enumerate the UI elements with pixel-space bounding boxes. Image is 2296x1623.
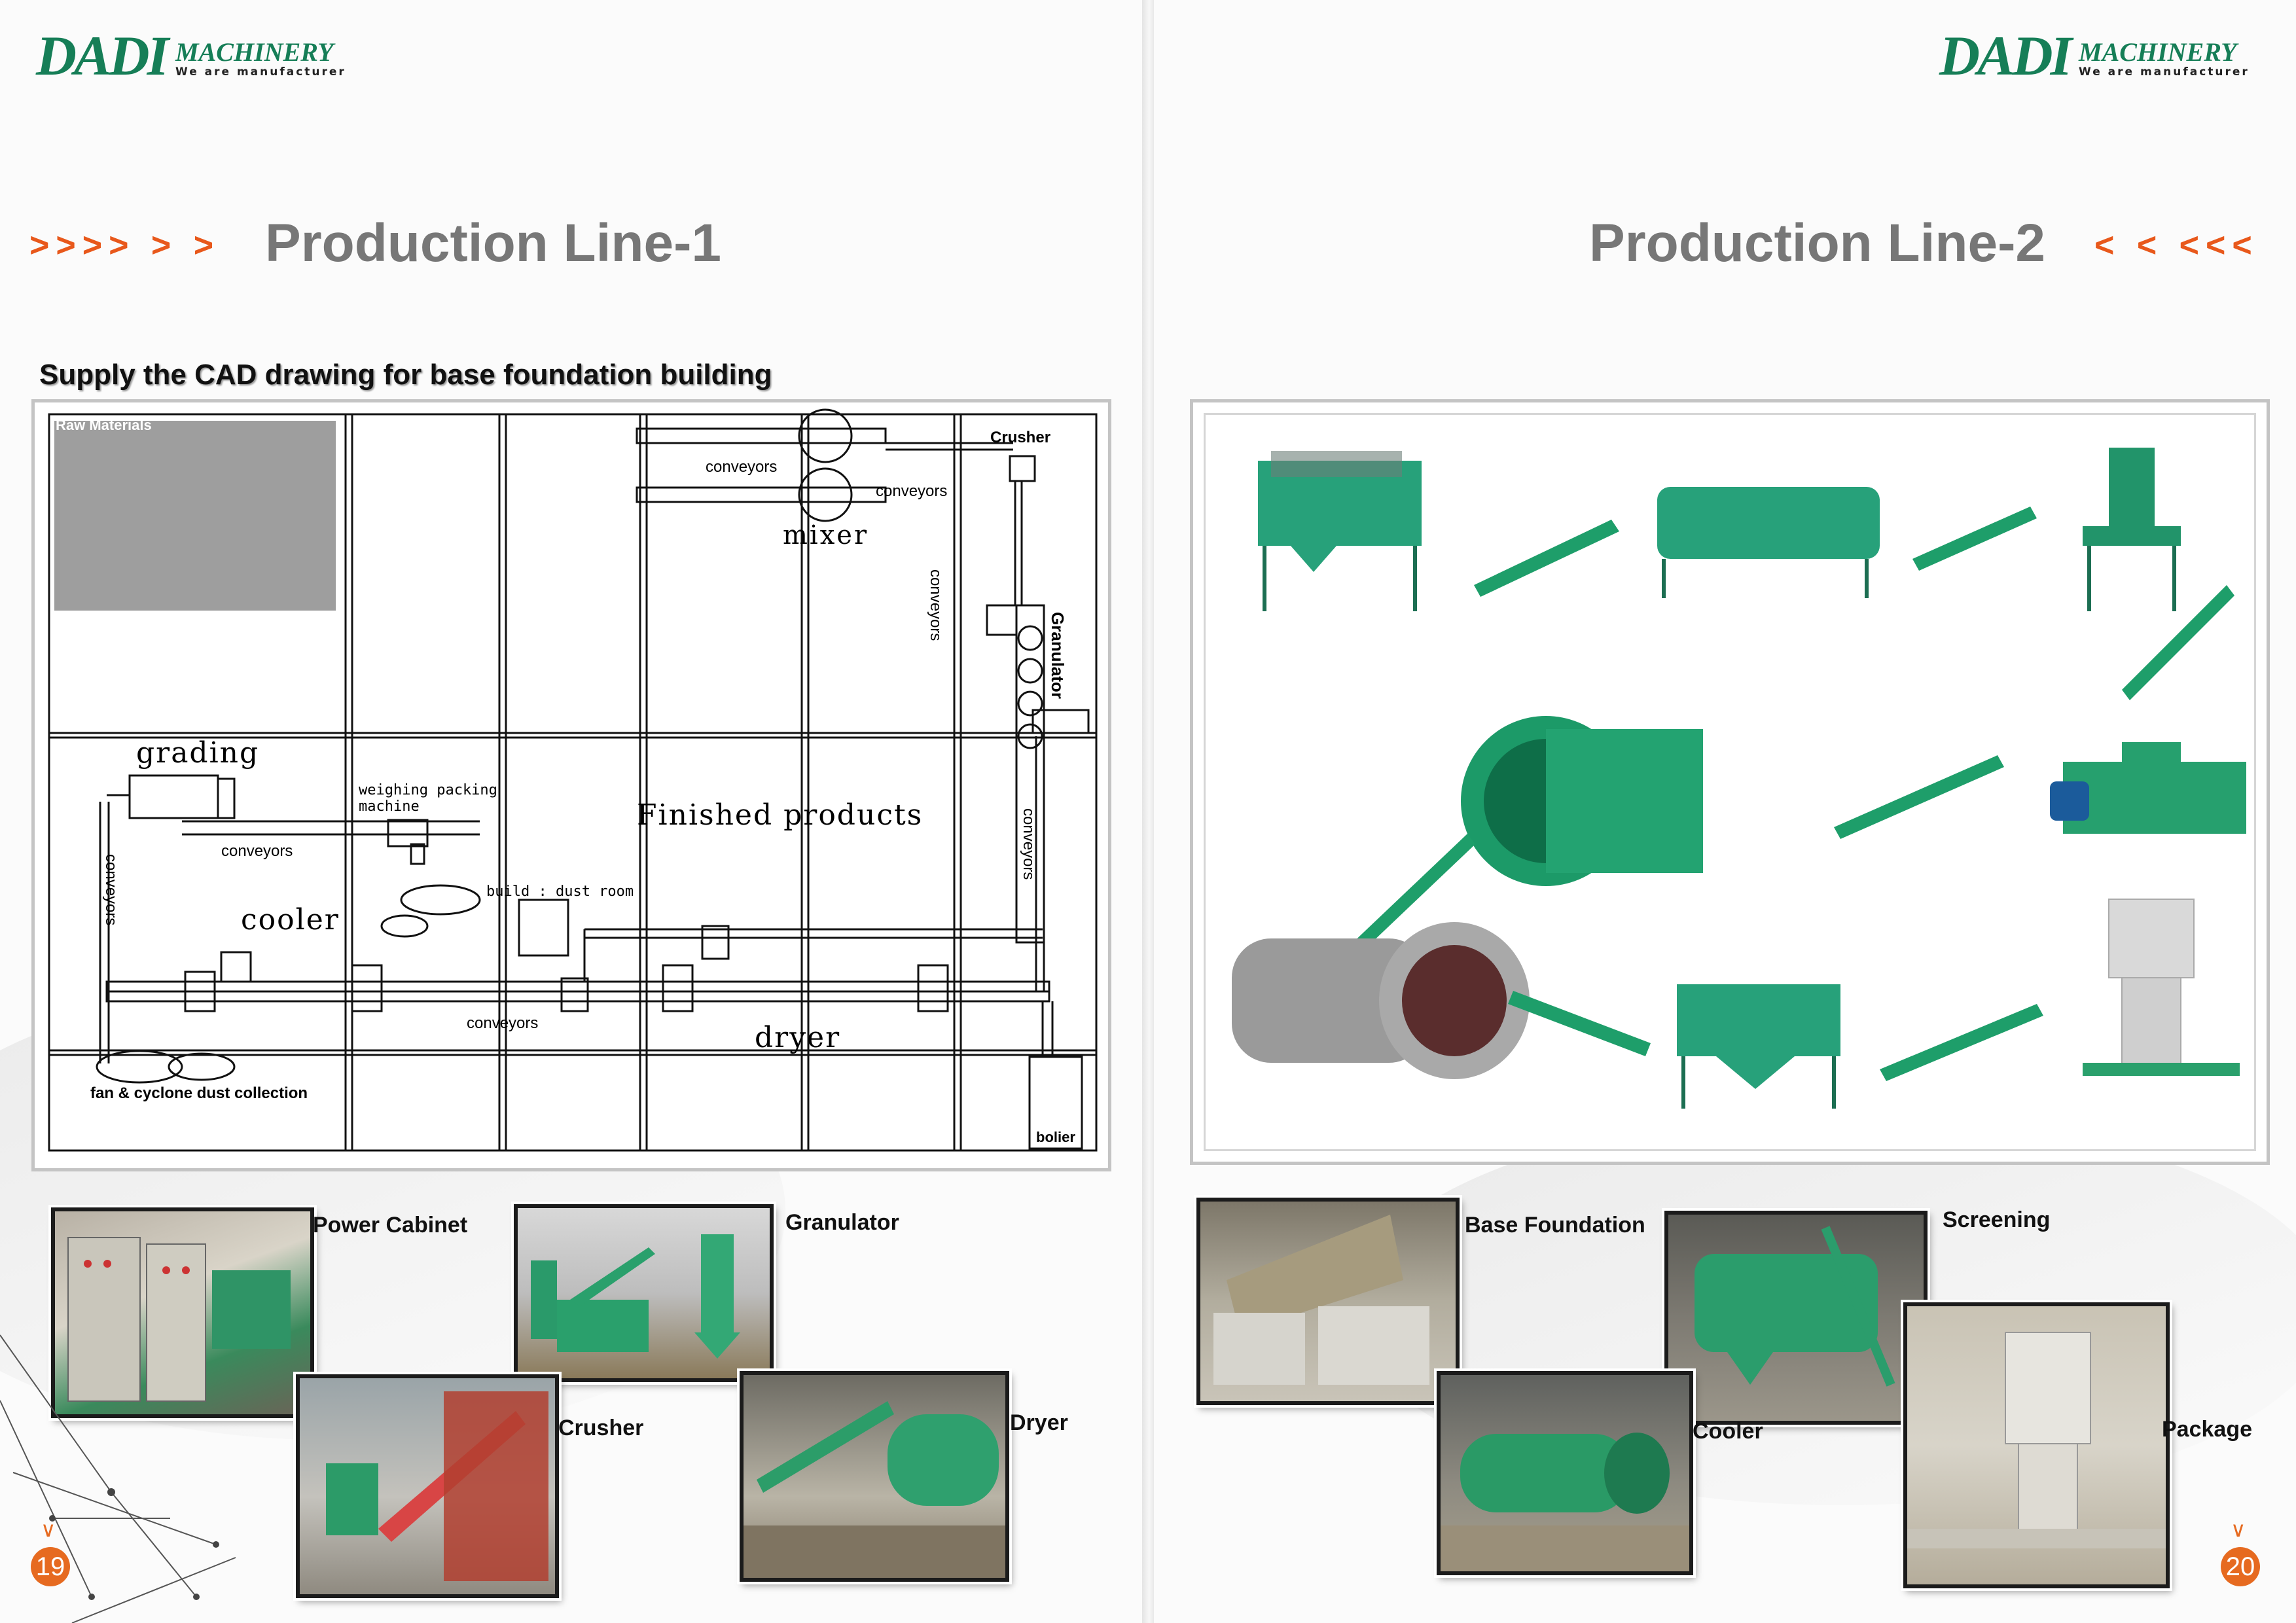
cad-drawing-lines bbox=[48, 408, 1098, 1152]
cooler-illustration bbox=[1441, 1433, 1689, 1571]
cad-label-finished-products: Finished products bbox=[637, 798, 924, 832]
logo-brand-name: MACHINERY bbox=[175, 37, 334, 67]
screening-machine-1 bbox=[1258, 451, 1422, 611]
production-line-machines bbox=[1232, 448, 2246, 1109]
photo-cooler bbox=[1437, 1371, 1693, 1575]
cad-label-cooler: cooler bbox=[241, 903, 340, 936]
cad-label-dust-room: build : dust room bbox=[486, 883, 634, 900]
network-decoration bbox=[0, 1334, 236, 1623]
base-foundation-illustration bbox=[1213, 1215, 1429, 1385]
logo-brand-name: MACHINERY bbox=[2079, 37, 2237, 67]
photo-package bbox=[1903, 1302, 2170, 1588]
photo-label-power-cabinet: Power Cabinet bbox=[313, 1213, 468, 1238]
cad-label-granulator: Granulator bbox=[1048, 612, 1067, 699]
brand-logo: DADI MACHINERY We are manufacturer bbox=[1939, 27, 2250, 84]
photo-base-foundation bbox=[1196, 1198, 1460, 1405]
photo-dryer bbox=[740, 1371, 1009, 1582]
cad-label-crusher: Crusher bbox=[990, 429, 1051, 446]
page-title: Production Line-1 bbox=[265, 213, 721, 273]
cad-label-conveyors: conveyors bbox=[102, 854, 120, 926]
cad-label-conveyors: conveyors bbox=[876, 482, 948, 500]
photo-label-package: Package bbox=[2162, 1417, 2252, 1442]
logo-mark: DADI bbox=[36, 24, 169, 87]
screening-illustration bbox=[1695, 1226, 1895, 1387]
photo-label-granulator: Granulator bbox=[785, 1210, 899, 1235]
logo-mark: DADI bbox=[1939, 24, 2072, 87]
cad-label-conveyors: conveyors bbox=[706, 458, 778, 476]
cad-label-weighing-packing: weighing packing machine bbox=[359, 782, 497, 815]
photo-power-cabinet bbox=[51, 1207, 314, 1418]
page-number: 20 bbox=[2221, 1547, 2260, 1586]
cad-label-bolier: bolier bbox=[1036, 1129, 1075, 1145]
cad-label-fan-cyclone: fan & cyclone dust collection bbox=[90, 1084, 308, 1102]
chevron-down-icon: ∨ bbox=[41, 1518, 56, 1541]
photo-screening bbox=[1664, 1211, 1928, 1425]
photo-label-screening: Screening bbox=[1943, 1207, 2051, 1232]
page-gutter bbox=[1142, 0, 1154, 1623]
cad-label-conveyors: conveyors bbox=[467, 1014, 539, 1032]
dryer-illustration bbox=[744, 1401, 1005, 1578]
granulator-illustration bbox=[531, 1234, 740, 1359]
photo-label-crusher: Crusher bbox=[558, 1416, 644, 1440]
cad-drawing: Raw Materials Crusher conveyors conveyor… bbox=[31, 399, 1111, 1171]
brand-logo: DADI MACHINERY We are manufacturer bbox=[36, 27, 346, 84]
title-arrows: >>>> > > bbox=[29, 226, 221, 264]
photo-granulator bbox=[514, 1204, 774, 1382]
logo-tagline: We are manufacturer bbox=[175, 65, 346, 79]
package-illustration bbox=[1907, 1332, 2166, 1548]
cad-label-conveyors: conveyors bbox=[1020, 808, 1037, 880]
production-line-image bbox=[1190, 399, 2270, 1165]
cad-label-conveyors: conveyors bbox=[927, 569, 944, 641]
page-title: Production Line-2 bbox=[1589, 213, 2045, 273]
photo-label-cooler: Cooler bbox=[1693, 1419, 1763, 1444]
section-subtitle: Supply the CAD drawing for base foundati… bbox=[39, 359, 772, 391]
power-cabinet-illustration bbox=[67, 1237, 291, 1402]
left-page: DADI MACHINERY We are manufacturer >>>> … bbox=[0, 0, 1142, 1623]
page-number: 19 bbox=[31, 1547, 70, 1586]
chevron-down-icon: ∨ bbox=[2231, 1518, 2246, 1541]
cad-label-conveyors: conveyors bbox=[221, 842, 293, 860]
cad-label-raw-materials: Raw Materials bbox=[56, 417, 152, 433]
cad-label-grading: grading bbox=[136, 736, 260, 770]
photo-label-dryer: Dryer bbox=[1010, 1410, 1068, 1435]
photo-label-base-foundation: Base Foundation bbox=[1465, 1213, 1645, 1238]
logo-tagline: We are manufacturer bbox=[2079, 65, 2250, 79]
title-arrows: < < <<< bbox=[2094, 226, 2259, 264]
cad-label-dryer: dryer bbox=[755, 1021, 841, 1054]
photo-crusher bbox=[296, 1374, 559, 1598]
cad-label-mixer: mixer bbox=[783, 520, 869, 550]
crusher-illustration bbox=[326, 1391, 548, 1581]
right-page: DADI MACHINERY We are manufacturer Produ… bbox=[1154, 0, 2296, 1623]
